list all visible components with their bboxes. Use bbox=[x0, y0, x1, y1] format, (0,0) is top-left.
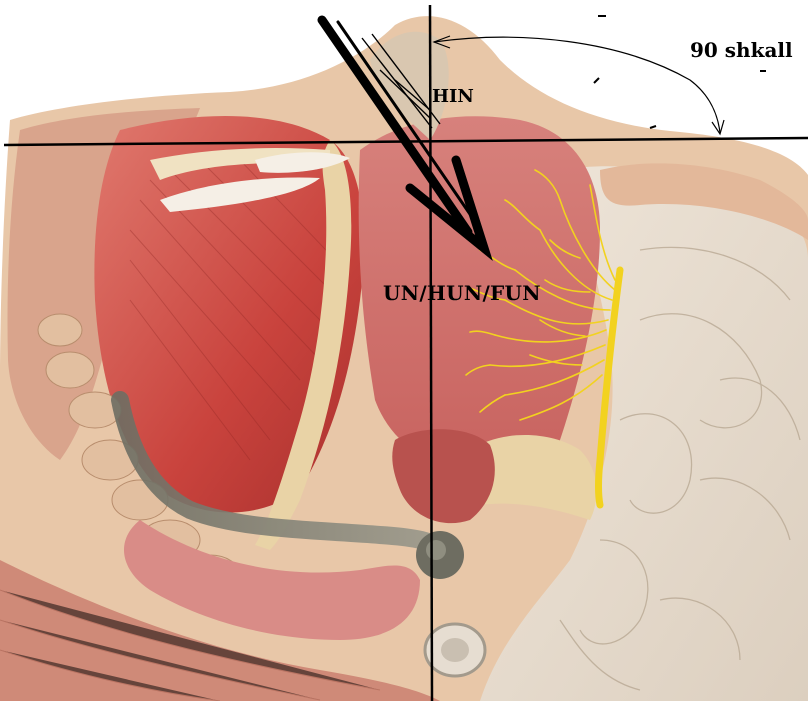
angle-label: 90 shkall bbox=[690, 40, 793, 60]
upper-label: HIN bbox=[432, 88, 474, 106]
lower-label: UN/HUN/FUN bbox=[383, 283, 541, 303]
